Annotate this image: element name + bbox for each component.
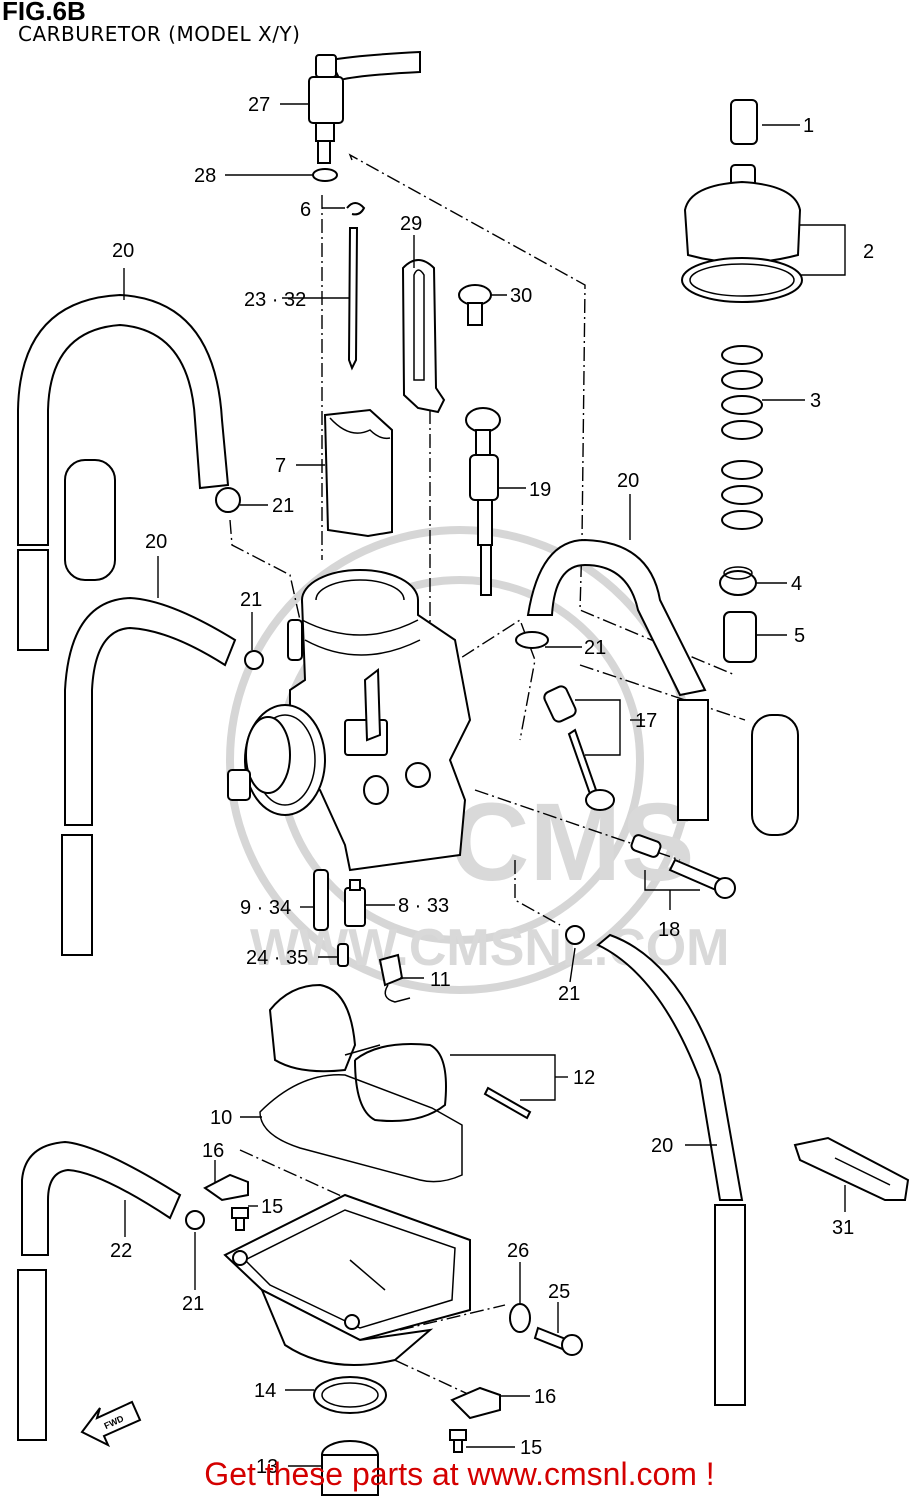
part-30-screw (458, 284, 492, 326)
hose-20-right-long-lower (714, 1204, 746, 1406)
label-part-28: 28 (194, 165, 216, 187)
label-part-22: 22 (110, 1240, 132, 1262)
part-9-jet (313, 869, 329, 931)
label-part-18: 18 (658, 919, 680, 941)
label-part-21-c: 21 (584, 637, 606, 659)
label-part-25: 25 (548, 1281, 570, 1303)
label-part-15-bottom: 15 (520, 1437, 542, 1459)
tube-right (751, 714, 799, 836)
label-part-13: 13 (256, 1456, 278, 1478)
label-part-31: 31 (832, 1217, 854, 1239)
hose-22-lower (17, 1269, 47, 1441)
label-part-4: 4 (791, 573, 802, 595)
part-28-o-ring (312, 168, 338, 182)
label-part-24-35: 24 · 35 (246, 947, 308, 969)
part-4-seat (719, 566, 757, 596)
part-8-jet (344, 879, 366, 927)
part-23-needle (347, 227, 359, 371)
label-part-21-a: 21 (272, 495, 294, 517)
part-11-valve (378, 953, 411, 1003)
label-part-23-32: 23 · 32 (244, 289, 306, 311)
label-part-8-33: 8 · 33 (398, 895, 449, 917)
part-27-throttle-sensor (308, 50, 421, 164)
hose-20-right (526, 538, 707, 697)
part-16-bracket-bottom (450, 1386, 501, 1420)
float-bowl (223, 1193, 471, 1366)
label-part-17: 17 (635, 710, 657, 732)
label-part-19: 19 (529, 479, 551, 501)
hose-20-right-long (596, 933, 744, 1201)
label-part-3: 3 (810, 390, 821, 412)
label-part-30: 30 (510, 285, 532, 307)
hose-20-upper-left-lower (17, 549, 49, 651)
label-part-20-b: 20 (145, 531, 167, 553)
label-part-10: 10 (210, 1107, 232, 1129)
part-26-o-ring (509, 1303, 531, 1333)
label-part-21-e: 21 (182, 1293, 204, 1315)
part-29-plate (401, 259, 446, 414)
carburetor-body (227, 569, 472, 872)
label-part-20-c: 20 (617, 470, 639, 492)
part-31-bracket (793, 1136, 910, 1201)
label-part-21-b: 21 (240, 589, 262, 611)
part-14-o-ring (313, 1376, 387, 1414)
label-part-27: 27 (248, 94, 270, 116)
part-2-top-cap (681, 164, 803, 303)
part-15-bolt-top (231, 1207, 249, 1231)
label-part-6: 6 (300, 199, 311, 221)
part-13-plug (321, 1440, 379, 1496)
label-part-16-bottom: 16 (534, 1386, 556, 1408)
tube-left (64, 459, 116, 581)
label-part-29: 29 (400, 213, 422, 235)
part-24-plug (337, 943, 349, 967)
label-part-20-d: 20 (651, 1135, 673, 1157)
figure-number: FIG.6B (2, 0, 86, 26)
label-part-11: 11 (430, 969, 451, 991)
hose-20-middle-left (64, 596, 237, 826)
callout-labels: 1 2 3 4 5 6 7 8 · 33 9 · 34 10 11 12 13 … (110, 94, 874, 1478)
clamp-21-c (515, 631, 549, 649)
label-part-16-top: 16 (202, 1140, 224, 1162)
leader-lines (123, 103, 846, 1467)
label-part-15-top: 15 (261, 1196, 283, 1218)
label-part-20-a: 20 (112, 240, 134, 262)
part-12-float (268, 983, 532, 1122)
clamp-21-b (244, 650, 264, 670)
part-7-throttle-valve (323, 408, 393, 538)
label-part-26: 26 (507, 1240, 529, 1262)
part-5-fitting (723, 611, 757, 663)
label-part-7: 7 (275, 455, 286, 477)
footer-link-text: Get these parts at www.cmsnl.com ! (204, 1456, 715, 1492)
part-18-screw-spring (630, 834, 736, 899)
label-part-12: 12 (573, 1067, 595, 1089)
hose-22 (21, 1140, 182, 1256)
label-part-2: 2 (863, 241, 874, 263)
part-15-bolt-bottom (449, 1429, 467, 1453)
label-part-14: 14 (254, 1380, 276, 1402)
part-19-adjuster (465, 407, 501, 596)
label-part-1: 1 (803, 115, 814, 137)
part-17-screw-spring (543, 685, 615, 811)
hose-20-middle-left-lower (61, 834, 93, 956)
clamp-21-e (185, 1210, 205, 1230)
part-3-spring (721, 345, 763, 530)
label-part-9-34: 9 · 34 (240, 897, 291, 919)
part-10-gasket (259, 1074, 463, 1183)
clamp-21-d (565, 925, 585, 945)
label-part-5: 5 (794, 625, 805, 647)
part-25-drain-screw (533, 1326, 583, 1356)
label-part-21-d: 21 (558, 983, 580, 1005)
clamp-21-a (215, 487, 241, 513)
fwd-arrow-icon: FWD (80, 1400, 142, 1448)
part-6-clip (346, 202, 366, 216)
hose-20-right-lower (677, 699, 709, 821)
figure-subtitle: CARBURETOR (MODEL X/Y) (18, 22, 301, 46)
part-1-cap (730, 99, 758, 145)
part-16-bracket-top (203, 1173, 249, 1202)
hose-20-upper-left (17, 293, 230, 546)
